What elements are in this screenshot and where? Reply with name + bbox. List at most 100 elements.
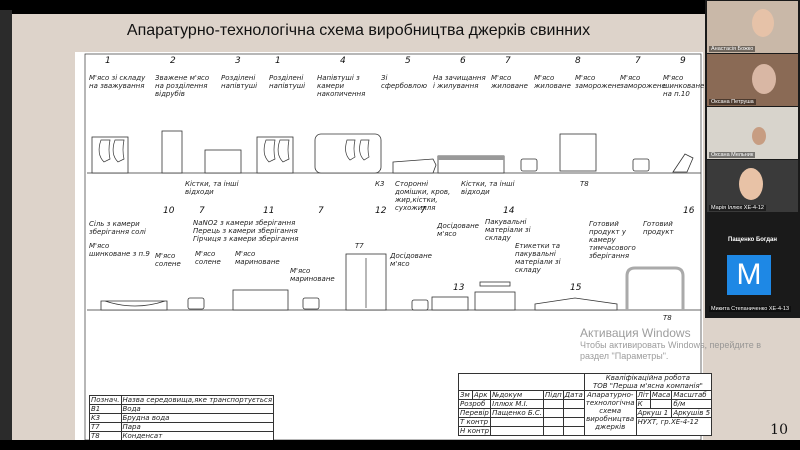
row1-equipment (91, 130, 694, 174)
flow-label: М'ясо солене (195, 250, 221, 266)
stamp-group: НУХТ, гр.ХЕ-4-12 (635, 417, 713, 436)
stamp-name: Пащенко Б.С. (490, 408, 545, 418)
flow-label: Досідоване м'ясо (390, 252, 432, 268)
table-cell (562, 399, 585, 409)
stamp-sheets: Аркушів 5 (671, 408, 713, 418)
table-cell (562, 408, 585, 418)
participant-tile[interactable]: Пащенко Богдан M Микита Степаниченко ХЕ-… (707, 213, 798, 313)
process-diagram (84, 53, 702, 440)
freezer-8 (559, 133, 597, 172)
stamp-col: Арк (472, 390, 492, 400)
equipment-number: 6 (460, 56, 466, 66)
equipment-number: 7 (420, 206, 426, 216)
left-window-edge (0, 10, 12, 440)
flow-label: Готовий продукт (643, 220, 674, 236)
cooling-table-13 (431, 296, 469, 311)
stamp-lit: К (635, 399, 651, 409)
output-label: Сторонні домішки, кров, жир,кістки, сухо… (395, 180, 451, 212)
equipment-number: 3 (235, 56, 241, 66)
flow-label: Зважене м'ясо на розділення відрубів (155, 74, 210, 98)
flow-label: Зі сфербовлою (381, 74, 427, 90)
stamp-doc-title: Апаратурно-технологічна схема виробництв… (583, 390, 637, 436)
flow-label: Сіль з камери зберігання солі (89, 220, 146, 236)
participant-name: Пащенко Богдан (728, 237, 777, 243)
equipment-number: 11 (263, 206, 275, 216)
stamp-role: Розроб (457, 399, 492, 409)
hanger-rack-1b (256, 136, 294, 174)
equipment-number: 7 (318, 206, 324, 216)
salting-bath-10 (100, 300, 168, 311)
participant-tile[interactable]: Анастасія Божко (707, 1, 798, 53)
flow-label: NaNO2 з камери зберігання (193, 219, 296, 227)
flow-label: Гірчиця з камери зберігання (193, 235, 299, 243)
stamp-role: Т контр (457, 417, 492, 427)
output-label: Кістки, та інші відходи (461, 180, 515, 196)
drawing-sheet: 1 2 3 1 4 5 6 7 8 7 9 М'ясо зі складу на… (75, 52, 713, 441)
equipment-number: 16 (683, 206, 695, 216)
legend-name: Пара (120, 422, 275, 432)
cart-7b (632, 158, 650, 172)
labeling-conveyor-15 (534, 297, 618, 311)
table-row: Познач.Назва середовища,яке транспортуєт… (89, 395, 275, 405)
equipment-number: 8 (575, 56, 581, 66)
flow-label: М'ясо заморожене (575, 74, 621, 90)
equipment-number: 10 (163, 206, 175, 216)
flow-label: Готовий продукт у камеру тимчасового збе… (589, 220, 636, 260)
equipment-number: 14 (503, 206, 515, 216)
table-cell (562, 426, 585, 436)
stamp-col: №докум (490, 390, 545, 400)
packing-machine-14 (474, 291, 516, 311)
equipment-number: 9 (680, 56, 686, 66)
table-row: Н контр (457, 426, 712, 436)
bottom-bar (0, 440, 800, 450)
slide-page-number: 10 (770, 422, 788, 438)
output-label: К3 (375, 180, 385, 188)
flow-label: Пакувальні матеріали зі складу (485, 218, 531, 242)
equipment-number: 7 (199, 206, 205, 216)
flow-label: М'ясо жиловане (491, 74, 528, 90)
flow-label: М'ясо заморожене (620, 74, 666, 90)
flow-label: М'ясо шинковане на п.10 (663, 74, 705, 98)
participant-tile[interactable]: Оксана Мельник (707, 107, 798, 159)
participant-video (739, 168, 763, 200)
chamber-4 (314, 133, 382, 174)
equipment-number: 1 (275, 56, 281, 66)
stamp-header: Кваліфікаційна робота ТОВ "Перша м'ясна … (583, 373, 713, 391)
stamp-scale: б/м (671, 399, 713, 409)
stamp-company: ТОВ "Перша м'ясна компанія" (592, 382, 703, 390)
conveyor-5 (392, 158, 437, 174)
carcass-icon (345, 139, 370, 161)
participant-name: Анастасія Божко (709, 46, 756, 52)
legend-header: Познач. (89, 395, 122, 405)
legend-table: Познач.Назва середовища,яке транспортуєт… (89, 395, 275, 441)
participant-tile[interactable]: Марія Іллюх ХЕ-4-12 (707, 160, 798, 212)
presentation-slide: Апаратурно-технологічна схема виробництв… (12, 14, 800, 441)
equipment-number: 5 (405, 56, 411, 66)
participant-name: Марія Іллюх ХЕ-4-12 (709, 205, 766, 211)
stamp-lit-header: Маса (649, 390, 673, 400)
participants-panel[interactable]: Анастасія Божко Оксана Петруша Оксана Ме… (705, 0, 800, 318)
legend-code: K3 (89, 413, 122, 423)
hanger-rack-1 (91, 136, 129, 174)
participant-name: Микита Степаниченко ХЕ-4-13 (709, 306, 792, 312)
flow-label: Т7 (355, 242, 364, 250)
participant-video (752, 127, 766, 145)
output-label: Кістки, та інші відходи (185, 180, 239, 196)
table-cell (562, 417, 585, 427)
table-row: Т контр НУХТ, гр.ХЕ-4-12 (457, 417, 713, 436)
equipment-number: 12 (375, 206, 387, 216)
flow-label: М'ясо шинковане з п.9 (89, 242, 150, 258)
stamp-role: Н контр (457, 426, 492, 436)
stamp-col: Дата (562, 390, 585, 400)
legend-header: Назва середовища,яке транспортується (120, 395, 275, 405)
flow-label: На зачищання і жилування (433, 74, 486, 90)
table-row: Кваліфікаційна робота ТОВ "Перша м'ясна … (458, 373, 713, 391)
title-block: Кваліфікаційна робота ТОВ "Перша м'ясна … (457, 373, 713, 436)
participant-tile[interactable]: Оксана Петруша (707, 54, 798, 106)
participant-name: Оксана Мельник (709, 152, 756, 158)
table-row: Розроб Іллюх М.І. К б/м (457, 399, 713, 409)
carcass-icon (98, 139, 125, 163)
